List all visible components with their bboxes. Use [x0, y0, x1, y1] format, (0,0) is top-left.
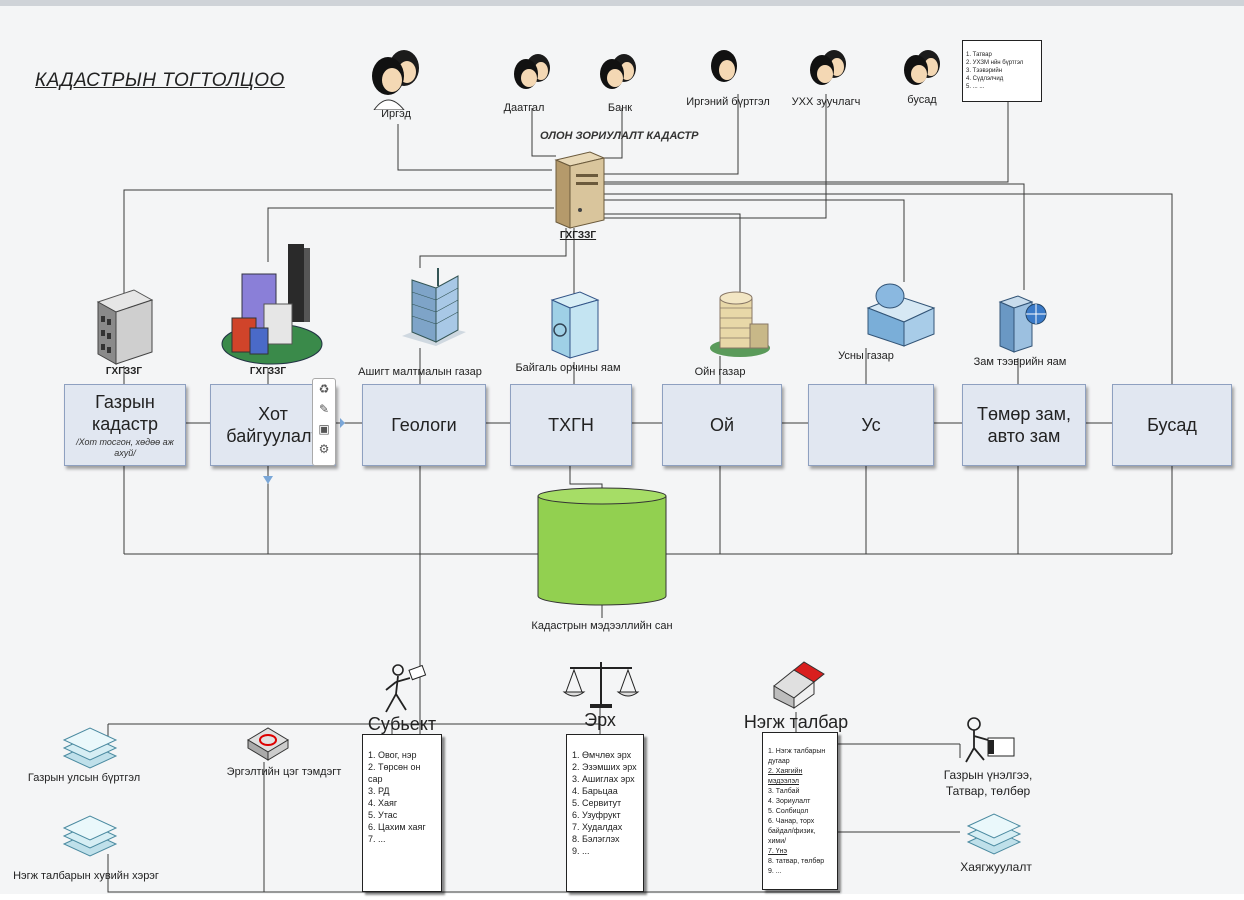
people-icon: [904, 50, 940, 85]
addressing-label: Хаягжуулалт: [960, 860, 1032, 874]
person-at-desk-icon: [965, 717, 1015, 763]
stakeholder-civil-registry: Иргэний бүртгэл: [686, 96, 770, 108]
box-forest[interactable]: Ой: [662, 384, 782, 466]
building-label-urban: ГХГЗЗГ: [249, 366, 287, 377]
parcel-file-label: Нэгж талбарын хувийн хэрэг: [13, 870, 159, 882]
box-land-cadastre[interactable]: Газрын кадастр /Хот тосгон, хөдөө аж аху…: [64, 384, 186, 466]
parcel-title: Нэгж талбар: [743, 712, 849, 732]
modern-building-icon: [866, 283, 936, 347]
box-other[interactable]: Бусад: [1112, 384, 1232, 466]
blue-building-icon: [550, 291, 600, 359]
building-label-transport: Зам тээврийн яам: [973, 356, 1067, 368]
document-stack-icon: [966, 813, 1022, 855]
round-tower-icon: [710, 291, 770, 357]
people-icon: [810, 50, 846, 85]
stakeholder-realestate-agent: УХХ зуучлагч: [791, 96, 861, 108]
server-label: ГХГЗЗГ: [559, 230, 597, 241]
people-icon: [600, 54, 636, 89]
diagram-title: КАДАСТРЫН ТОГТОЛЦОО: [35, 70, 285, 91]
box-rail-road[interactable]: Төмөр зам, авто зам: [962, 384, 1086, 466]
building-label-forest: Ойн газар: [694, 366, 746, 378]
shape-toolbar[interactable]: ♻ ✎ ▣ ⚙: [312, 378, 336, 466]
database-cylinder[interactable]: [534, 486, 670, 608]
city-buildings-icon: [221, 244, 323, 365]
geodetic-mark-icon: [247, 727, 289, 761]
rights-title: Эрх: [584, 710, 616, 730]
building-label-cadastre: ГХГЗЗГ: [105, 366, 143, 377]
building-label-mining: Ашигт малтмалын газар: [358, 366, 482, 378]
box-water[interactable]: Ус: [808, 384, 934, 466]
glass-building-icon: [402, 268, 466, 346]
person-icon: [711, 50, 737, 82]
valuation-label-2: Татвар, төлбөр: [945, 784, 1031, 798]
house-icon: [773, 661, 825, 709]
tool-icon[interactable]: ⚙: [318, 442, 330, 456]
building-label-water: Усны газар: [838, 350, 894, 362]
tool-icon[interactable]: ✎: [318, 402, 330, 416]
stakeholder-insurance: Даатгал: [503, 102, 545, 114]
server-icon: [554, 151, 606, 229]
stakeholder-citizens: Иргэд: [381, 108, 411, 120]
scales-icon: [562, 662, 640, 708]
tool-icon[interactable]: ▣: [318, 422, 330, 436]
people-icon: [514, 54, 550, 89]
tool-icon[interactable]: ♻: [318, 382, 330, 396]
stakeholder-other: бусад: [907, 94, 937, 106]
subject-title: Субьект: [367, 714, 437, 734]
valuation-label-1: Газрын үнэлгээ,: [943, 768, 1033, 782]
document-stack-icon: [62, 727, 118, 769]
database-label: Кадастрын мэдээллийн сан: [531, 620, 673, 632]
stakeholder-bank: Банк: [607, 102, 633, 114]
box-protected-areas[interactable]: ТХГН: [510, 384, 632, 466]
land-registry-label: Газрын улсын бүртгэл: [27, 772, 141, 784]
geodetic-mark-label: Эргэлтийн цэг тэмдэгт: [226, 766, 342, 778]
network-building-icon: [998, 295, 1047, 353]
building-label-environment: Байгаль орчины яам: [515, 362, 621, 374]
person-walking-icon: [385, 664, 427, 713]
office-building-icon: [96, 289, 154, 365]
people-icon: [372, 50, 419, 110]
diagram-subtitle: ОЛОН ЗОРИУЛАЛТ КАДАСТР: [540, 130, 699, 142]
document-stack-icon: [62, 815, 118, 857]
box-geology[interactable]: Геологи: [362, 384, 486, 466]
